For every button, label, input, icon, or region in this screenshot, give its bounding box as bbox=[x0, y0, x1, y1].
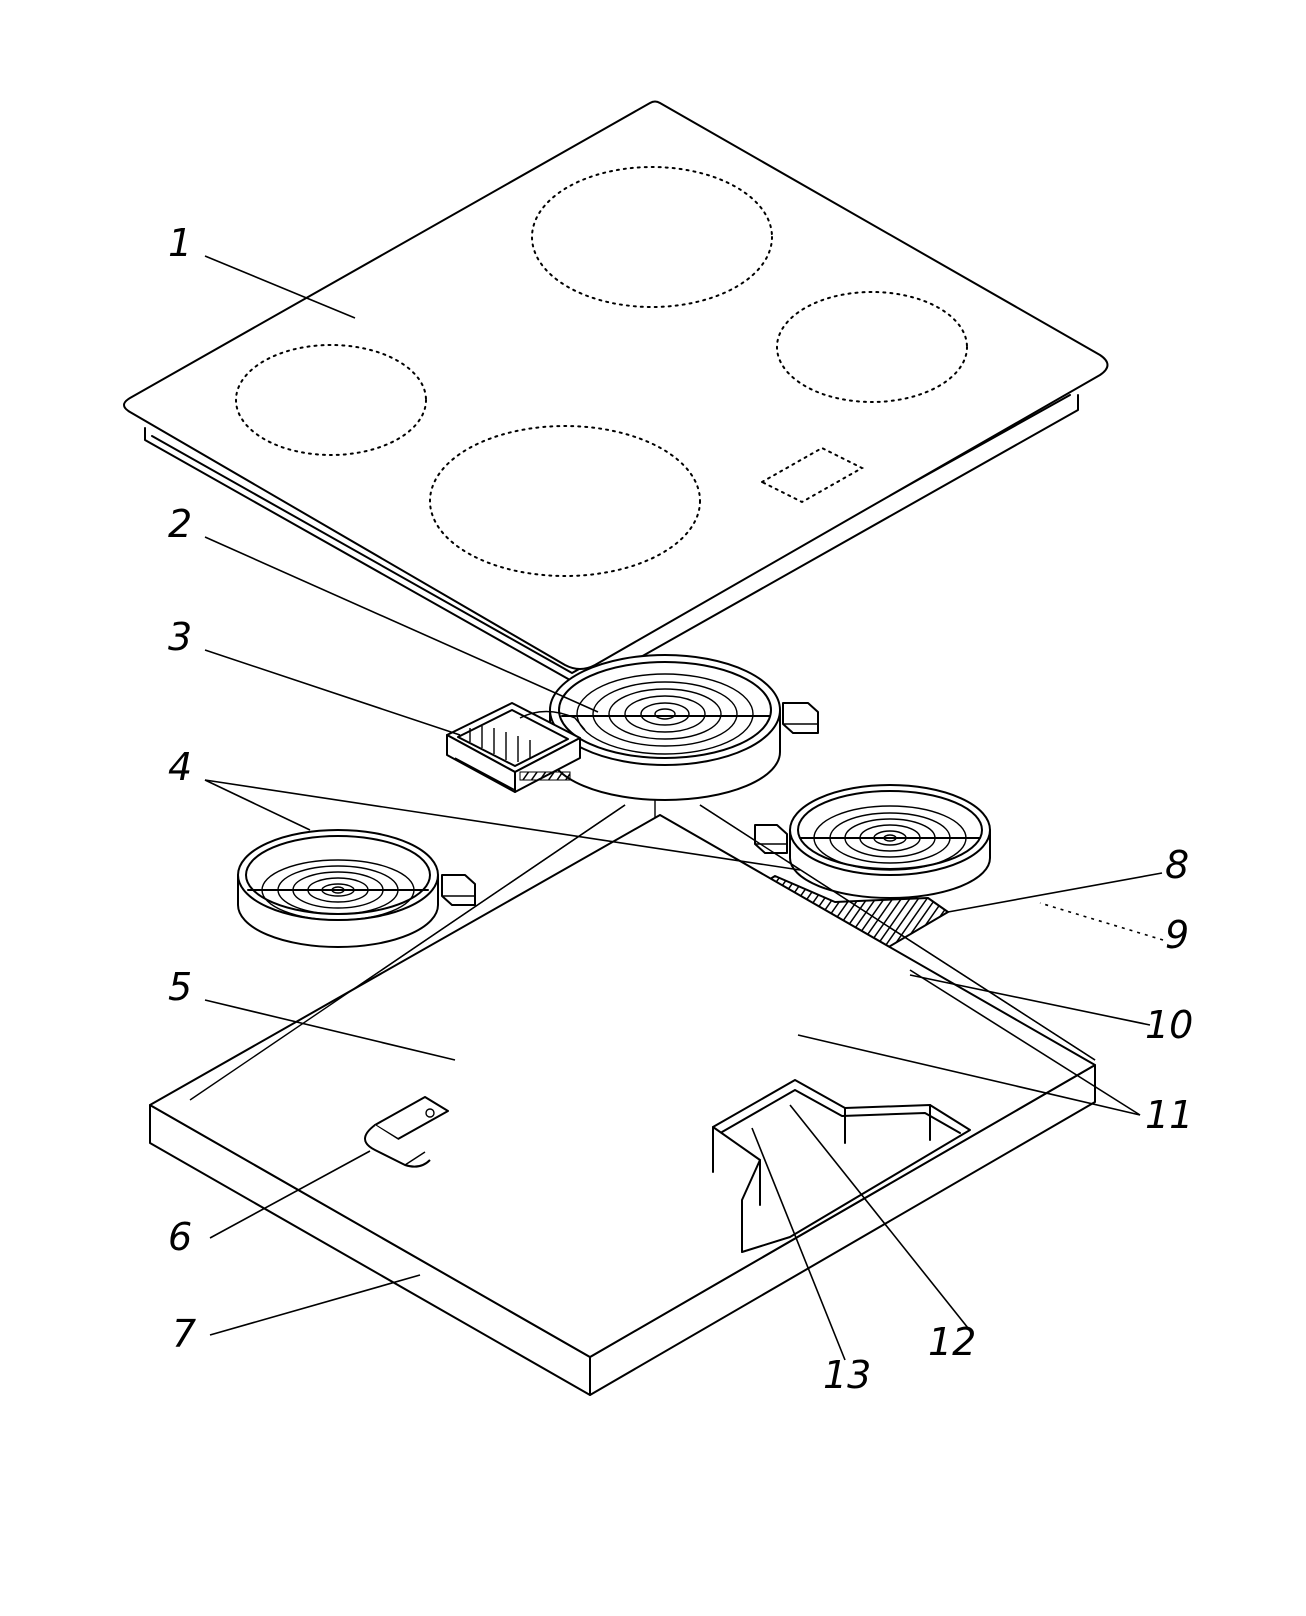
label-1: 1 bbox=[168, 221, 192, 265]
heater-terminal bbox=[441, 874, 476, 906]
heater-rear-center bbox=[549, 654, 819, 801]
control-unit bbox=[446, 702, 586, 793]
label-4: 4 bbox=[168, 745, 192, 789]
heater-terminal bbox=[782, 702, 819, 734]
label-13: 13 bbox=[823, 1353, 871, 1397]
label-10: 10 bbox=[1145, 1003, 1193, 1047]
clip-fastener bbox=[364, 1096, 449, 1168]
cooking-zone-markings bbox=[235, 166, 968, 577]
label-2: 2 bbox=[168, 502, 192, 546]
label-9: 9 bbox=[1165, 913, 1189, 957]
label-12: 12 bbox=[928, 1320, 976, 1364]
label-8: 8 bbox=[1165, 843, 1189, 887]
reference-numerals: 1 2 3 4 5 6 7 8 9 10 11 12 13 bbox=[168, 221, 1193, 1397]
tray-cutout bbox=[712, 1079, 971, 1253]
label-6: 6 bbox=[168, 1215, 192, 1259]
base-tray bbox=[149, 804, 1096, 1396]
glass-top-plate bbox=[123, 100, 1109, 685]
label-7: 7 bbox=[172, 1312, 196, 1356]
heater-rear-right bbox=[754, 784, 991, 899]
leader-lines bbox=[204, 255, 1164, 1361]
label-11: 11 bbox=[1145, 1093, 1193, 1137]
heater-rear-left bbox=[237, 829, 476, 948]
heater-terminal bbox=[754, 824, 788, 854]
label-5: 5 bbox=[168, 965, 192, 1009]
label-3: 3 bbox=[168, 615, 192, 659]
